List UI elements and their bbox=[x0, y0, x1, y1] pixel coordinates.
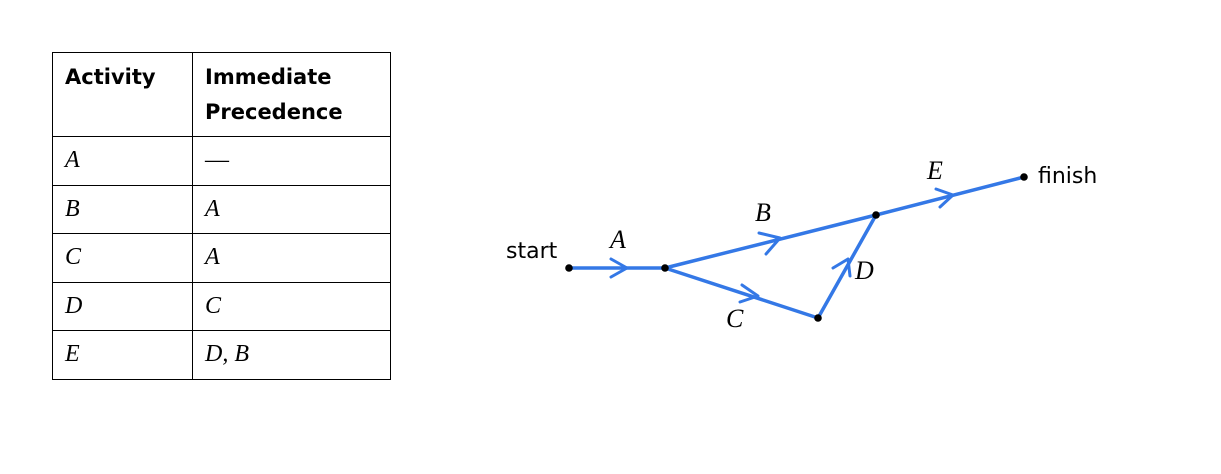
table-row: C A bbox=[52, 233, 391, 283]
arrow-e-icon bbox=[934, 187, 955, 209]
node-finish bbox=[1020, 173, 1028, 181]
edge-label-b: B bbox=[755, 198, 771, 227]
arrow-d-icon bbox=[831, 257, 852, 278]
activity-cell: E bbox=[52, 330, 193, 380]
edge-label-c: C bbox=[726, 304, 744, 333]
precedence-cell: A bbox=[192, 233, 391, 283]
header-activity-text: Activity bbox=[65, 65, 156, 89]
start-label: start bbox=[506, 239, 558, 264]
edge-label-d: D bbox=[854, 256, 874, 285]
edge-label-e: E bbox=[926, 156, 943, 185]
node-1 bbox=[661, 264, 669, 272]
edge-c bbox=[663, 266, 820, 320]
header-activity: Activity bbox=[52, 52, 193, 137]
edge-b bbox=[663, 213, 878, 270]
arrow-b-icon bbox=[757, 231, 782, 256]
edge-arrowheads bbox=[609, 187, 955, 304]
arrow-c-icon bbox=[738, 283, 760, 304]
arrow-a-icon bbox=[609, 257, 629, 279]
edge-label-a: A bbox=[608, 225, 626, 254]
node-3 bbox=[872, 211, 880, 219]
table-row: E D, B bbox=[52, 330, 391, 380]
node-start bbox=[565, 264, 573, 272]
precedence-cell: C bbox=[192, 281, 391, 332]
precedence-cell: D, B bbox=[192, 330, 391, 380]
activity-cell: A bbox=[52, 136, 193, 186]
node-2 bbox=[814, 314, 822, 322]
header-precedence-line1: Immediate bbox=[205, 65, 332, 89]
activity-cell: C bbox=[52, 233, 193, 283]
header-precedence-line2: Precedence bbox=[205, 100, 343, 124]
activity-cell: D bbox=[52, 281, 193, 332]
finish-label: finish bbox=[1038, 164, 1097, 189]
network-edges bbox=[567, 175, 1026, 320]
table-row: D C bbox=[52, 281, 391, 332]
network-nodes bbox=[565, 173, 1028, 322]
edge-d bbox=[816, 213, 878, 320]
activity-cell: B bbox=[52, 184, 193, 235]
